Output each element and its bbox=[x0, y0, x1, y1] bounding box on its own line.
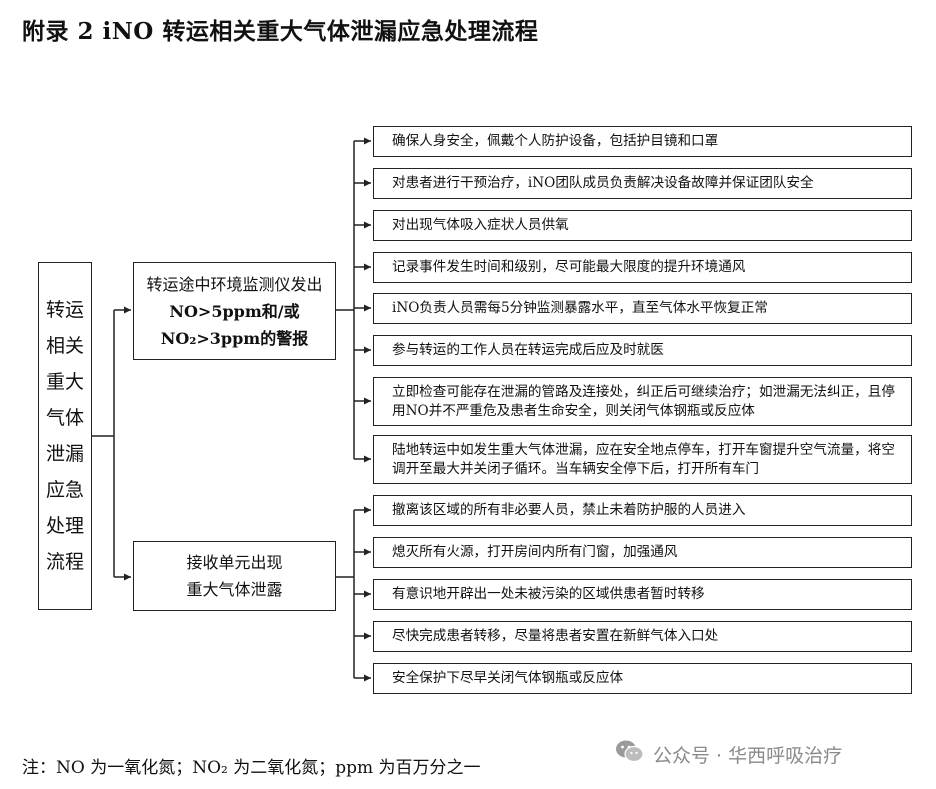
action-text: 有意识地开辟出一处未被污染的区域供患者暂时转移 bbox=[392, 586, 705, 602]
action-box: 立即检查可能存在泄漏的管路及连接处，纠正后可继续治疗；如泄漏无法纠正，且停用NO… bbox=[373, 377, 912, 426]
action-text: 立即检查可能存在泄漏的管路及连接处，纠正后可继续治疗；如泄漏无法纠正，且停用NO… bbox=[392, 383, 895, 419]
action-box: 有意识地开辟出一处未被污染的区域供患者暂时转移 bbox=[373, 579, 912, 610]
action-text: 尽快完成患者转移，尽量将患者安置在新鲜气体入口处 bbox=[392, 628, 719, 644]
action-box: 熄灭所有火源，打开房间内所有门窗，加强通风 bbox=[373, 537, 912, 568]
action-box: iNO负责人员需每5分钟监测暴露水平，直至气体水平恢复正常 bbox=[373, 293, 912, 324]
action-text: 对出现气体吸入症状人员供氧 bbox=[392, 217, 569, 233]
page-title: 附录 2 iNO 转运相关重大气体泄漏应急处理流程 bbox=[22, 18, 539, 45]
branch-b-line-2: 重大气体泄露 bbox=[186, 580, 283, 599]
action-text: 参与转运的工作人员在转运完成后应及时就医 bbox=[392, 342, 664, 358]
action-text: 撤离该区域的所有非必要人员，禁止未着防护服的人员进入 bbox=[392, 502, 746, 518]
action-text: 安全保护下尽早关闭气体钢瓶或反应体 bbox=[392, 670, 624, 686]
action-box: 对出现气体吸入症状人员供氧 bbox=[373, 210, 912, 241]
action-text: 熄灭所有火源，打开房间内所有门窗，加强通风 bbox=[392, 544, 678, 560]
action-text: 对患者进行干预治疗，iNO团队成员负责解决设备故障并保证团队安全 bbox=[392, 175, 814, 191]
action-box: 确保人身安全，佩戴个人防护设备，包括护目镜和口罩 bbox=[373, 126, 912, 157]
action-box: 安全保护下尽早关闭气体钢瓶或反应体 bbox=[373, 663, 912, 694]
branch-a-line-3: NO₂>3ppm的警报 bbox=[160, 328, 309, 348]
action-box: 参与转运的工作人员在转运完成后应及时就医 bbox=[373, 335, 912, 366]
action-text: iNO负责人员需每5分钟监测暴露水平，直至气体水平恢复正常 bbox=[392, 300, 768, 316]
root-label: 转运相关重大气体泄漏应急处理流程 bbox=[45, 299, 84, 573]
watermark-text: 公众号 · 华西呼吸治疗 bbox=[653, 744, 843, 767]
root-node: 转运相关重大气体泄漏应急处理流程 bbox=[38, 262, 92, 610]
footnote: 注：NO 为一氧化氮；NO₂ 为二氧化氮；ppm 为百万分之一 bbox=[22, 758, 481, 778]
action-box: 对患者进行干预治疗，iNO团队成员负责解决设备故障并保证团队安全 bbox=[373, 168, 912, 199]
branch-b-line-1: 接收单元出现 bbox=[186, 553, 283, 572]
action-box: 记录事件发生时间和级别，尽可能最大限度的提升环境通风 bbox=[373, 252, 912, 283]
branch-a-line-1: 转运途中环境监测仪发出 bbox=[146, 274, 323, 294]
branch-transport-alarm: 转运途中环境监测仪发出 NO>5ppm和/或 NO₂>3ppm的警报 bbox=[133, 262, 336, 360]
action-box: 陆地转运中如发生重大气体泄漏，应在安全地点停车，打开车窗提升空气流量，将空调开至… bbox=[373, 435, 912, 484]
watermark: 公众号 · 华西呼吸治疗 bbox=[615, 738, 842, 770]
wechat-icon bbox=[615, 739, 645, 770]
action-text: 确保人身安全，佩戴个人防护设备，包括护目镜和口罩 bbox=[392, 133, 719, 149]
action-text: 记录事件发生时间和级别，尽可能最大限度的提升环境通风 bbox=[392, 259, 746, 275]
action-box: 撤离该区域的所有非必要人员，禁止未着防护服的人员进入 bbox=[373, 495, 912, 526]
action-box: 尽快完成患者转移，尽量将患者安置在新鲜气体入口处 bbox=[373, 621, 912, 652]
action-text: 陆地转运中如发生重大气体泄漏，应在安全地点停车，打开车窗提升空气流量，将空调开至… bbox=[392, 441, 895, 477]
branch-a-line-2: NO>5ppm和/或 bbox=[169, 301, 300, 321]
branch-receiving-unit-leak: 接收单元出现 重大气体泄露 bbox=[133, 541, 336, 611]
